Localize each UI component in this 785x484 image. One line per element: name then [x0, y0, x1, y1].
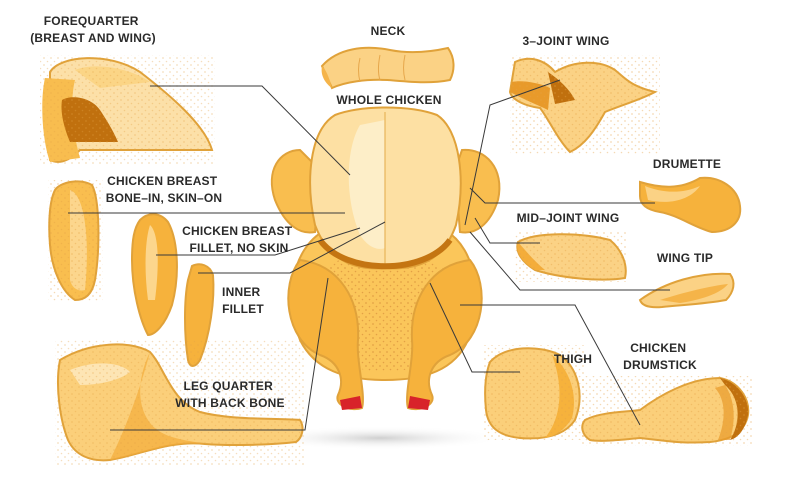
right-wing-shape: [453, 148, 501, 234]
label-mid-joint-wing: MID–JOINT WING: [517, 211, 620, 225]
leg-quarter-cut: [55, 340, 305, 465]
label-whole-chicken: WHOLE CHICKEN: [336, 93, 441, 107]
leader-drumstick: [460, 304, 641, 426]
label-thigh: THIGH: [554, 352, 592, 366]
labels: FOREQUARTER (BREAST AND WING) NECK 3–JOI…: [30, 14, 721, 410]
mid-joint-wing-cut: [515, 232, 627, 282]
leader-lines: [68, 79, 670, 431]
right-foot-cut: [408, 396, 430, 410]
label-drumette: DRUMETTE: [653, 157, 721, 171]
floor-shadow: [255, 426, 505, 450]
thigh-cut: [484, 345, 584, 440]
whole-chicken: [255, 106, 505, 450]
label-forequarter: FOREQUARTER (BREAST AND WING): [30, 14, 156, 45]
label-drumstick: CHICKEN DRUMSTICK: [623, 341, 697, 372]
drumette-cut: [639, 176, 742, 234]
leader-leg-quarter: [110, 277, 329, 431]
label-neck: NECK: [371, 24, 406, 38]
leader-breast-fillet: [156, 227, 361, 256]
breast-highlight: [348, 120, 385, 249]
label-wing-tip: WING TIP: [657, 251, 713, 265]
leader-inner-fillet: [198, 221, 386, 274]
leader-wing-tip: [469, 231, 670, 291]
label-breast-bone-in: CHICKEN BREAST BONE–IN, SKIN–ON: [106, 174, 223, 205]
leader-thigh: [429, 282, 520, 373]
label-three-joint-wing: 3–JOINT WING: [522, 34, 609, 48]
neck-cut: [320, 46, 455, 90]
leader-drumette: [469, 187, 655, 204]
leader-forequarter: [150, 85, 351, 176]
forequarter-cut: [40, 55, 215, 165]
label-breast-fillet: CHICKEN BREAST FILLET, NO SKIN: [182, 224, 296, 255]
leader-three-joint-wing: [464, 79, 561, 226]
left-wing-shape: [270, 148, 322, 234]
label-inner-fillet: INNER FILLET: [222, 285, 264, 316]
left-foot-cut: [340, 396, 362, 410]
label-leg-quarter: LEG QUARTER WITH BACK BONE: [175, 379, 284, 410]
breast-bone-in-cut: [48, 180, 103, 302]
three-joint-wing-cut: [508, 55, 660, 155]
breast-fillet-cut: [130, 213, 178, 337]
drumstick-cut: [580, 376, 752, 446]
wing-tip-cut: [638, 272, 735, 309]
leader-mid-joint-wing: [474, 217, 540, 244]
